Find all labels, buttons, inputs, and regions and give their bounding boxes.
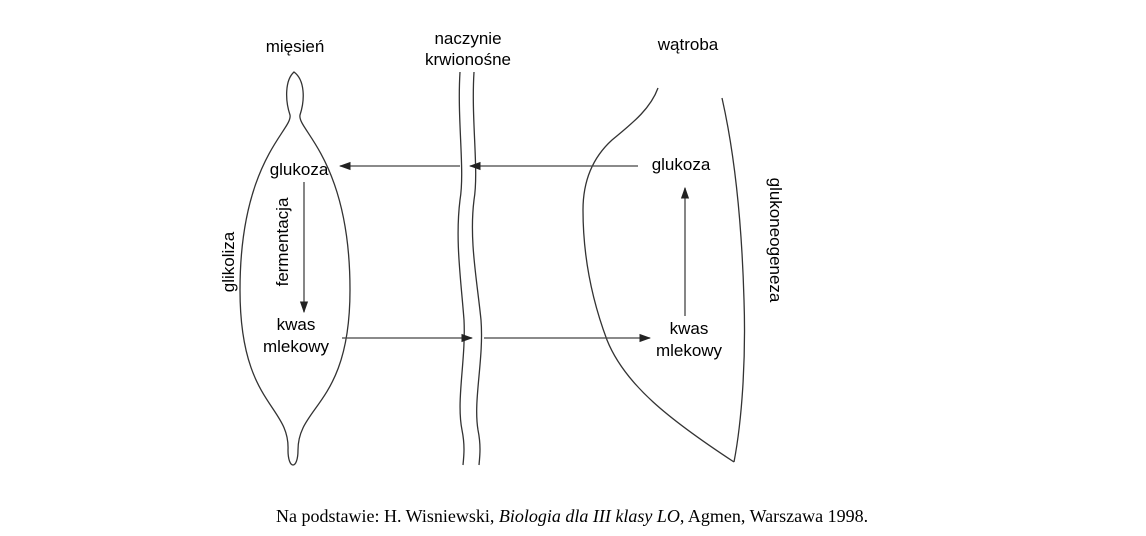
vessel-wall-right xyxy=(471,71,483,466)
label-vessel-line2: krwionośne xyxy=(425,50,511,69)
label-glycolysis: glikoliza xyxy=(219,231,238,292)
caption-book-title: Biologia dla III klasy LO xyxy=(498,506,680,526)
label-fermentation: fermentacja xyxy=(273,197,292,286)
source-caption: Na podstawie: H. Wisniewski, Biologia dl… xyxy=(276,506,868,527)
muscle-outline xyxy=(239,71,351,466)
vessel-wall-left xyxy=(457,71,465,466)
label-gluconeogenesis: glukoneogeneza xyxy=(766,178,785,303)
label-liver-lactic-line2: mlekowy xyxy=(656,341,723,360)
label-vessel-line1: naczynie xyxy=(434,29,501,48)
liver-outline-right xyxy=(721,97,746,463)
caption-prefix: Na podstawie: H. Wisniewski, xyxy=(276,506,499,526)
liver-outline xyxy=(582,87,735,463)
label-muscle-glucose: glukoza xyxy=(270,160,329,179)
label-liver-glucose: glukoza xyxy=(652,155,711,174)
caption-suffix: , Agmen, Warszawa 1998. xyxy=(679,506,869,526)
label-muscle-lactic-line2: mlekowy xyxy=(263,337,330,356)
label-muscle: mięsień xyxy=(266,37,325,56)
label-muscle-lactic-line1: kwas xyxy=(277,315,316,334)
label-liver-lactic-line1: kwas xyxy=(670,319,709,338)
label-liver: wątroba xyxy=(657,35,719,54)
